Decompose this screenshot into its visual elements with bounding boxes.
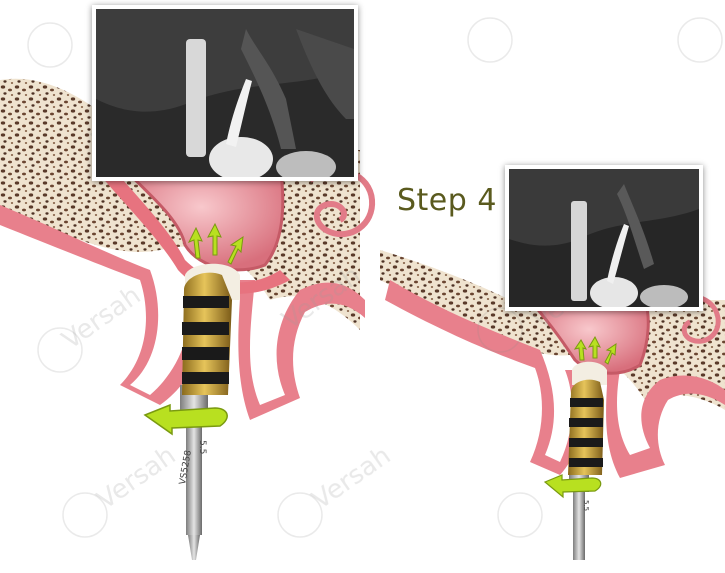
watermark-text: Versah — [307, 440, 397, 515]
implant-radiograph — [186, 39, 206, 157]
xray-image-left — [92, 5, 358, 181]
watermark-text: Versah — [92, 440, 182, 515]
drill-right — [568, 380, 604, 560]
xray-image-right — [505, 165, 703, 311]
drill-size-mark-right: 5.5 — [582, 500, 590, 511]
drill-size-mark-left: 5.5 — [197, 440, 207, 454]
step-label: Step 4 — [397, 183, 497, 218]
watermark-text: Versah — [57, 280, 147, 355]
